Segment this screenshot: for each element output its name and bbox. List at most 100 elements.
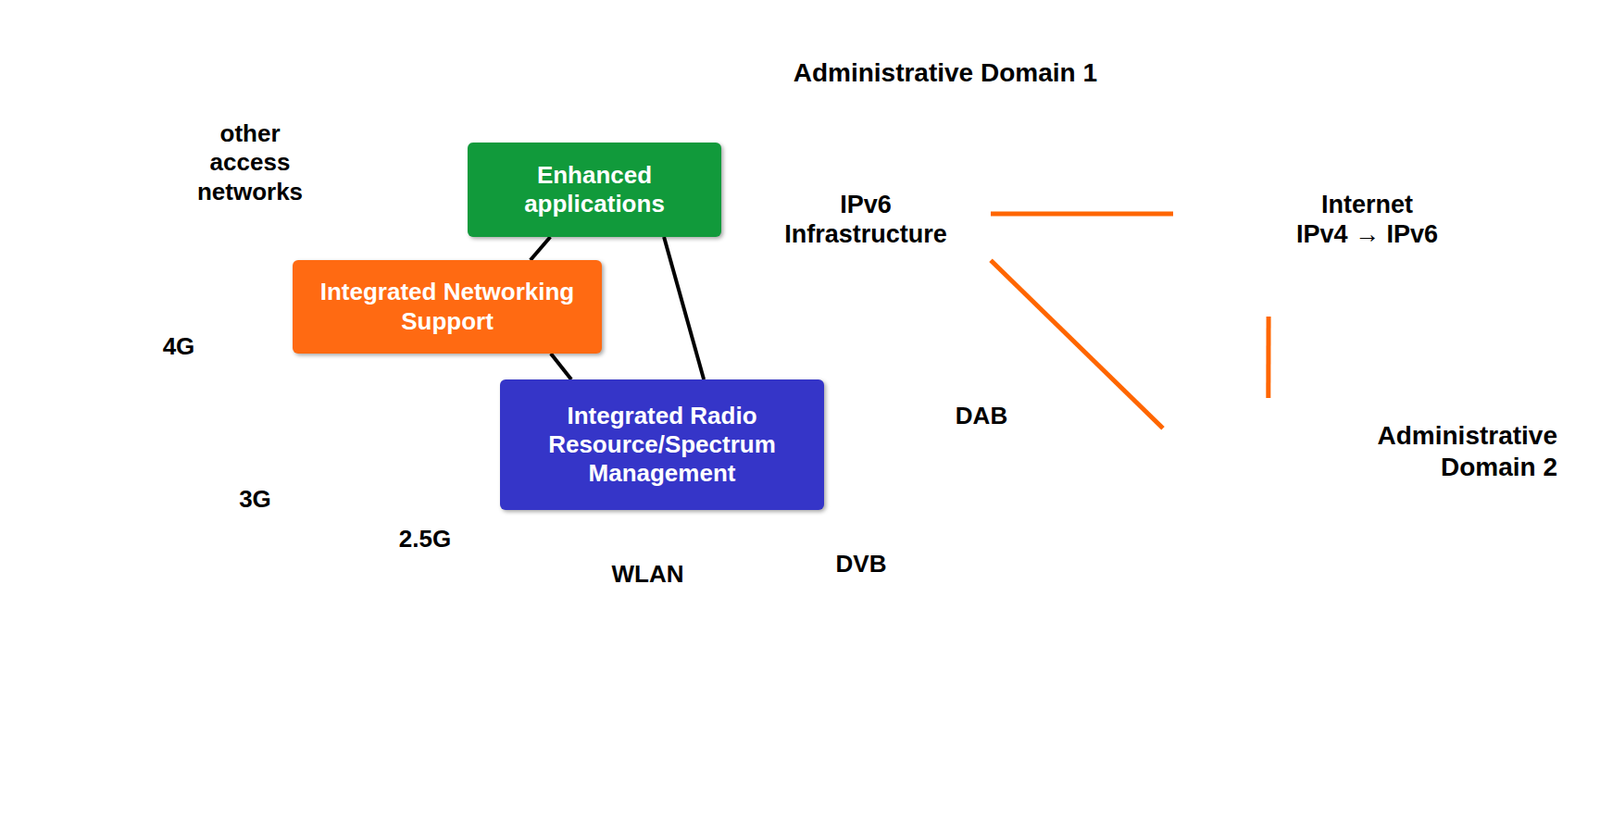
car-photo [718,768,741,791]
cloud-lobe [773,168,987,382]
building-photo [1333,729,1365,762]
person-photo [250,687,306,758]
person-photo [294,692,322,758]
house-photo [430,693,467,717]
node-label: 4G [162,332,196,362]
building-photo [1203,722,1400,815]
domain-cloud [1190,539,1289,610]
cloud-highlight [115,292,227,378]
car-photo [764,757,786,765]
title-holder: Administrative Domain 2 [1344,420,1558,483]
domain-cloud [1183,481,1373,610]
car-photo [664,759,728,793]
node-label: DVB [836,550,888,579]
car-photo [794,768,817,791]
domain-border [57,21,1142,658]
train-photo [983,783,1123,827]
cloud-lobe [189,339,251,398]
house-photo [527,738,541,752]
domain-cloud [1283,501,1367,562]
domain-region: Administrative Domain 1other access netw… [56,20,1143,659]
cloud-shape [1173,122,1562,317]
domain-cloud [1192,491,1288,560]
house-photo [483,727,558,773]
building-photo [1342,706,1348,810]
building-photo [1304,709,1306,813]
node-label: WLAN [612,560,685,589]
cloud-highlight [796,519,910,592]
connector-line [1265,316,1271,399]
top-bar [0,0,1600,9]
domain-cloud [1296,518,1373,573]
person-photo [190,668,380,827]
cloud-lobe [1219,145,1514,294]
infrastructure-cloud: IPv6 Infrastructure Enhanced applications… [250,71,991,583]
car-photo [699,719,828,780]
building-photo [1227,773,1384,783]
access-network-cloud: DAB [902,351,1061,482]
link-continuation [1162,428,1232,496]
car-photo [750,723,810,741]
connector-line [550,353,572,380]
person-photo [218,766,352,826]
domain-title: Administrative Domain 2 [1344,420,1558,483]
node-label: other access networks [185,119,315,207]
cloud-lobe [101,318,163,376]
cloud-lobe [174,106,327,220]
top-bar [0,6,1600,9]
access-network-cloud: 2.5G [350,476,500,602]
link-continuation [1266,398,1272,505]
node-label: IPv6 Infrastructure [773,189,959,250]
train-photo [937,751,1123,827]
house-photo [458,808,468,818]
cloud-highlight [916,367,1030,446]
network-cloud: InternetIPv4 → IPv6 [1173,122,1562,317]
access-network-cloud: 3G [173,433,338,567]
person-photo [250,691,306,710]
domain-cloud [1206,493,1350,596]
domain-cloud [1290,537,1367,592]
building-photo [1264,712,1269,814]
person-photo [275,775,282,815]
person-photo [190,668,380,827]
train-photo [937,668,1123,827]
node-label: Enhanced applications [478,161,711,219]
person-photo [263,768,292,825]
building-photo [1227,706,1384,814]
house-photo [514,791,569,814]
cloud-lobe [367,491,482,588]
building-photo [1231,726,1375,737]
connector-line [990,211,1174,216]
connector-line [990,260,1163,428]
person-photo [300,691,316,723]
house-photo [492,738,506,752]
house-photo [453,681,467,712]
top-bar [0,0,1600,7]
cloud-highlight [187,449,306,529]
cloud-lobe [266,493,333,548]
cloud-lobe [173,473,239,527]
car-photo [662,673,834,817]
building-photo [1229,750,1380,760]
house-photo [444,801,456,813]
node-label: Internet [1321,189,1413,220]
access-network-cloud: 4G [101,275,256,419]
domain-cloud [1203,493,1334,575]
link-continuation [1162,398,1269,505]
train-photo [970,757,1123,799]
slide-frame [0,8,1600,833]
building-photo [1203,668,1401,827]
title-holder: IPv6 Infrastructure [773,189,959,250]
access-network-cloud: DVB [782,504,940,625]
train-photo [937,699,963,771]
cloud-lobe [194,318,256,376]
train-photo [937,668,1123,827]
cloud-lobe [581,529,713,622]
house-photo [454,691,491,715]
car-photo [662,751,834,817]
node-label: IPv4 → IPv6 [1296,219,1438,250]
node-label: Integrated Radio Resource/Spectrum Manag… [537,401,788,489]
cloud-highlight [1208,145,1488,263]
house-photo [475,707,563,730]
house-photo [440,668,569,822]
